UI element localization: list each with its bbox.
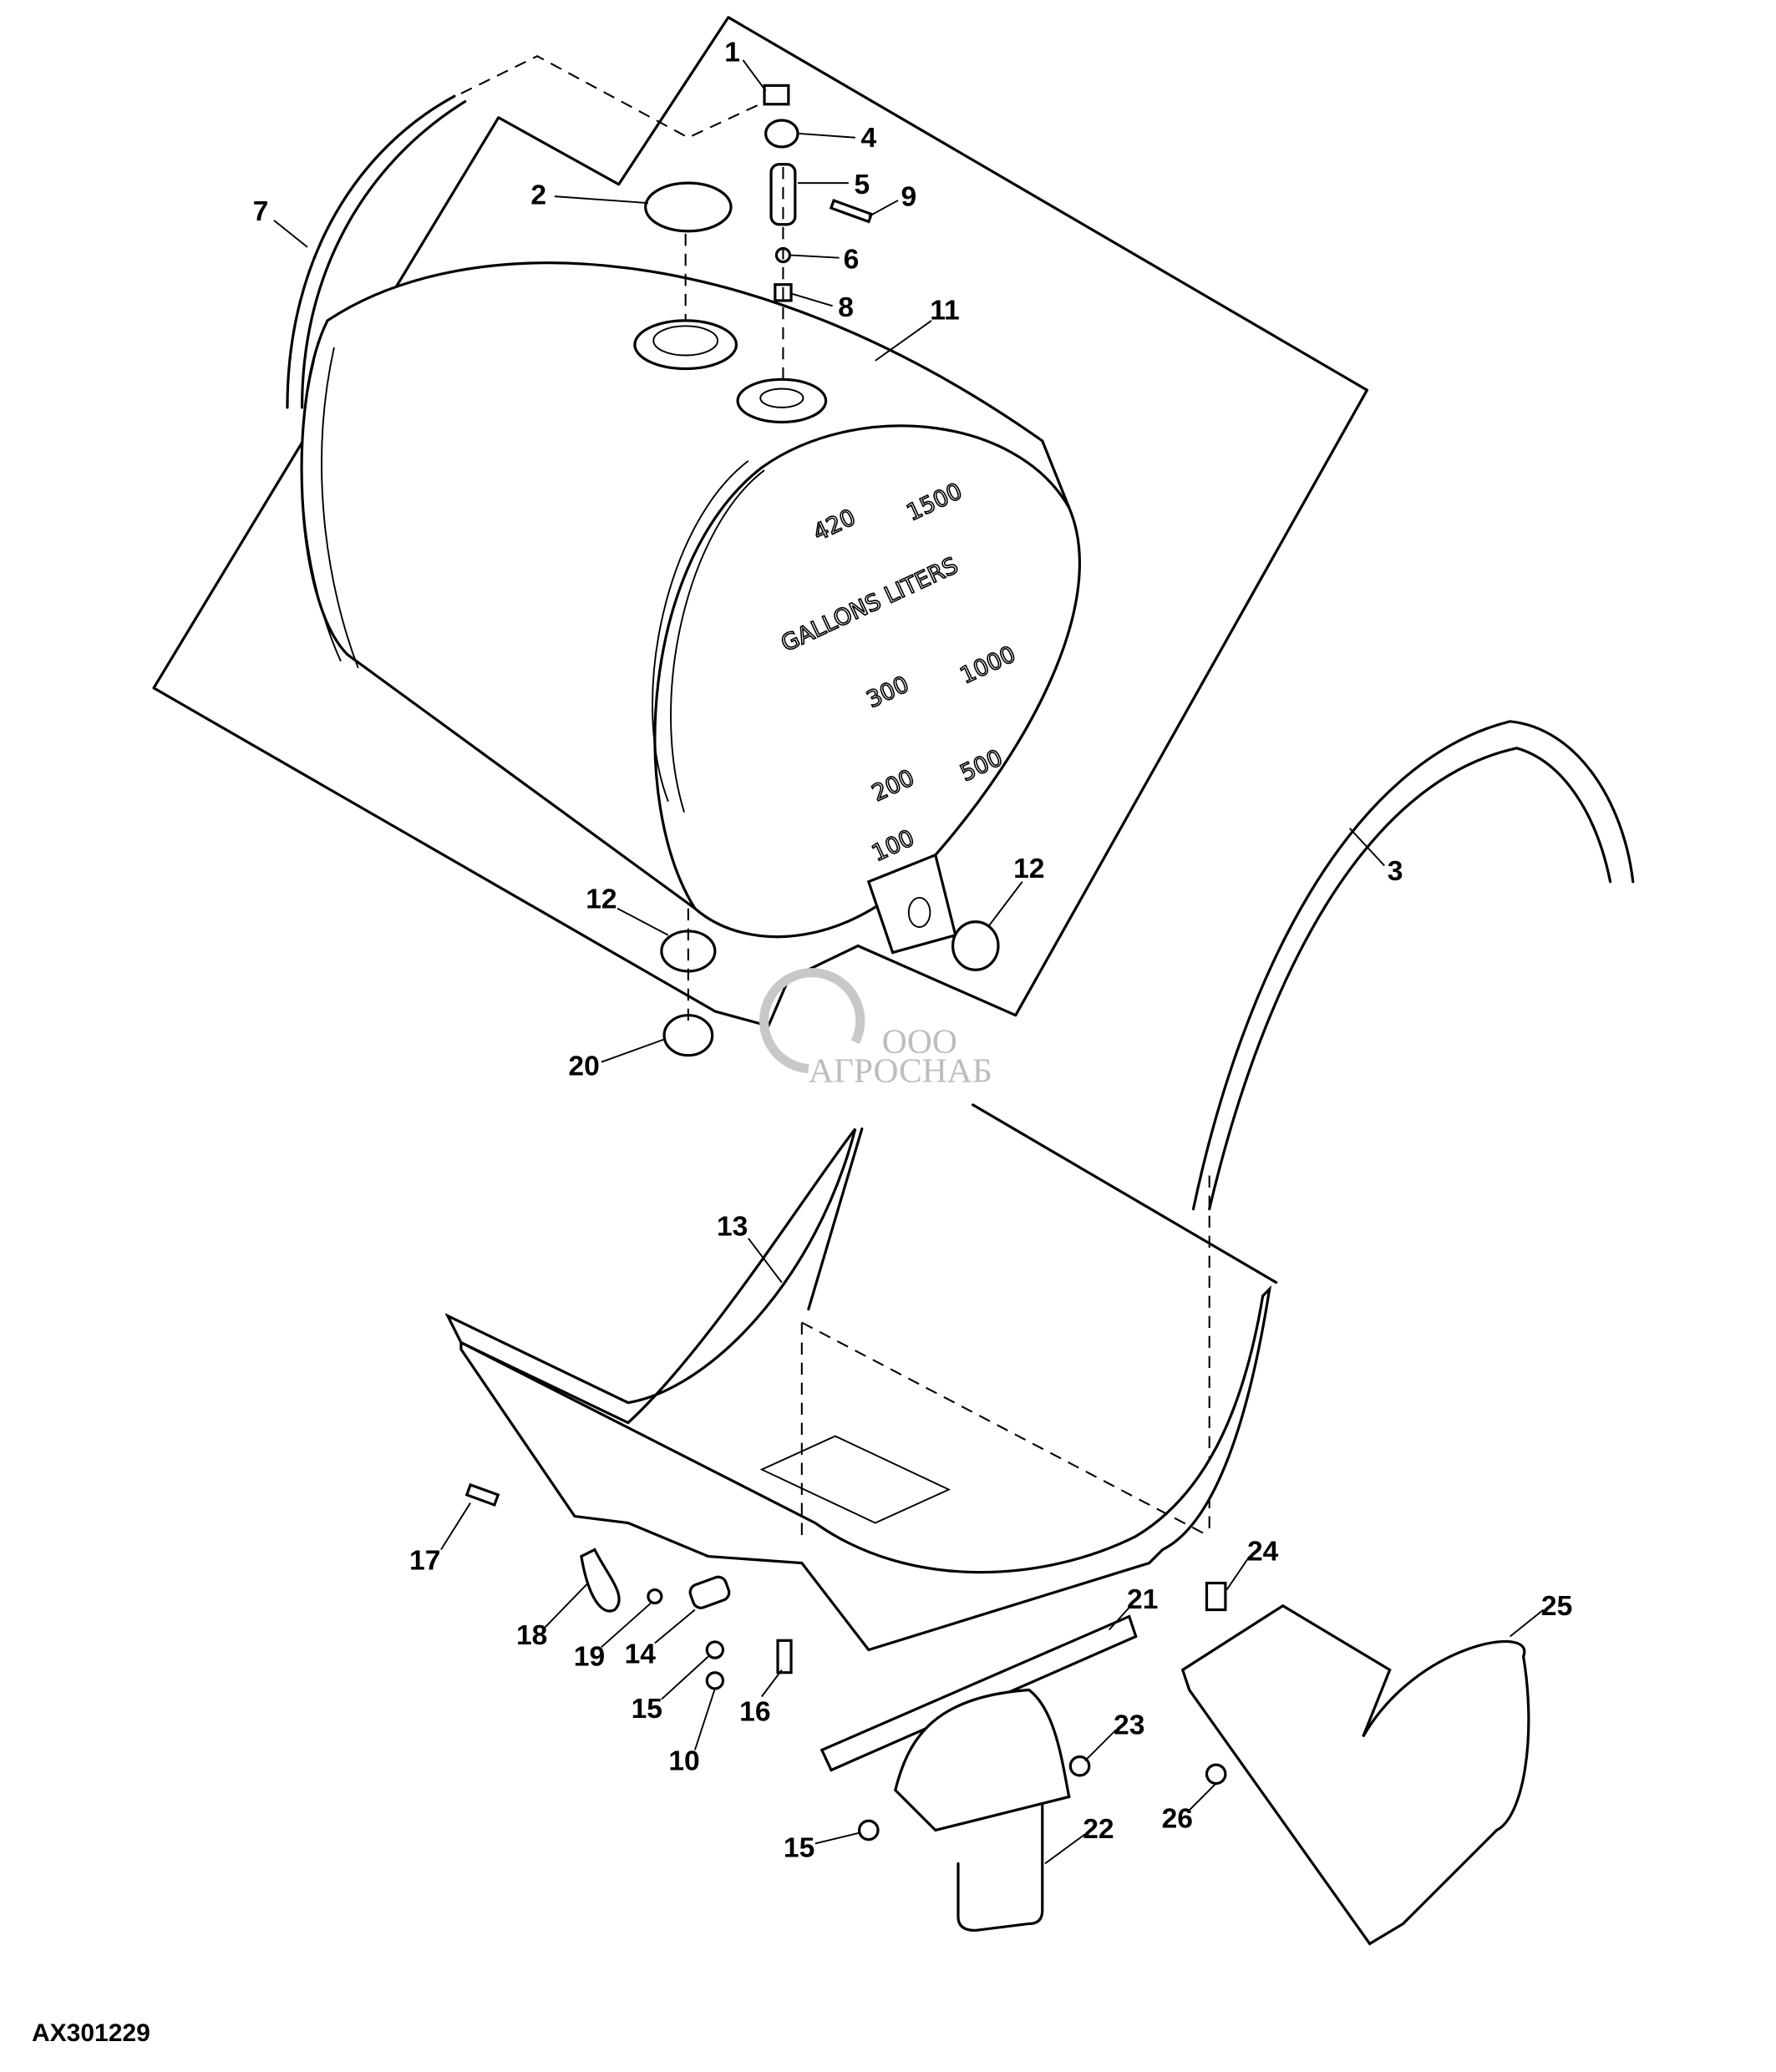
callout-11: 11	[930, 295, 960, 326]
callout-20: 20	[568, 1051, 599, 1082]
callout-25: 25	[1541, 1591, 1572, 1622]
plug-12-right	[951, 920, 1000, 971]
cradle-13	[444, 1127, 1272, 1652]
watermark-logo: ООО АГРОСНАБ	[759, 968, 992, 1090]
gal-300: 300	[863, 671, 913, 713]
strap-3	[1191, 720, 1635, 1211]
callout-17: 17	[409, 1546, 440, 1577]
callout-3: 3	[1388, 856, 1403, 887]
callout-16: 16	[739, 1696, 770, 1727]
watermark-name: АГРОСНАБ	[809, 1051, 992, 1090]
callout-21: 21	[1127, 1584, 1158, 1615]
elbow-1	[763, 84, 790, 106]
callout-1: 1	[724, 38, 740, 68]
callout-19: 19	[574, 1642, 605, 1673]
callout-24: 24	[1247, 1536, 1279, 1567]
callout-4: 4	[860, 123, 876, 154]
callout-8: 8	[838, 292, 854, 323]
callout-12-right: 12	[1013, 854, 1044, 884]
callout-14: 14	[625, 1639, 657, 1670]
u-bolt-22	[957, 1801, 1044, 1933]
callout-5: 5	[854, 170, 870, 200]
watermark-prefix: ООО	[882, 1021, 957, 1060]
hose-7	[286, 94, 467, 409]
fuel-tank-11	[300, 261, 1081, 955]
support-group-frame	[807, 1127, 864, 1311]
cap-2	[644, 181, 733, 233]
mount-plate-25	[1180, 1603, 1530, 1946]
fitting-4	[764, 119, 799, 149]
hardware	[464, 1482, 1227, 1841]
figure-id: AX301229	[32, 2019, 150, 2047]
callout-13: 13	[717, 1212, 748, 1243]
adapter-20	[662, 1014, 714, 1057]
callout-18: 18	[516, 1620, 547, 1651]
callout-10: 10	[668, 1745, 699, 1776]
callout-6: 6	[844, 245, 860, 276]
leader-dash	[460, 55, 769, 139]
callout-7: 7	[253, 196, 269, 227]
callout-2: 2	[530, 180, 546, 211]
callout-22: 22	[1083, 1814, 1114, 1845]
callout-15-lower: 15	[784, 1832, 814, 1863]
pin-9	[829, 198, 874, 224]
callout-9: 9	[901, 181, 916, 212]
callout-15-upper: 15	[632, 1694, 662, 1725]
callout-12-left: 12	[586, 884, 617, 915]
bracket-21	[819, 1614, 1138, 1832]
callout-26: 26	[1162, 1803, 1193, 1834]
callouts: 1 2 3 4 5 6 7 8 9 10 11 12 12 13 14 15 1…	[253, 38, 1573, 1864]
callout-23: 23	[1114, 1710, 1144, 1740]
leader-lines	[273, 59, 1545, 1865]
